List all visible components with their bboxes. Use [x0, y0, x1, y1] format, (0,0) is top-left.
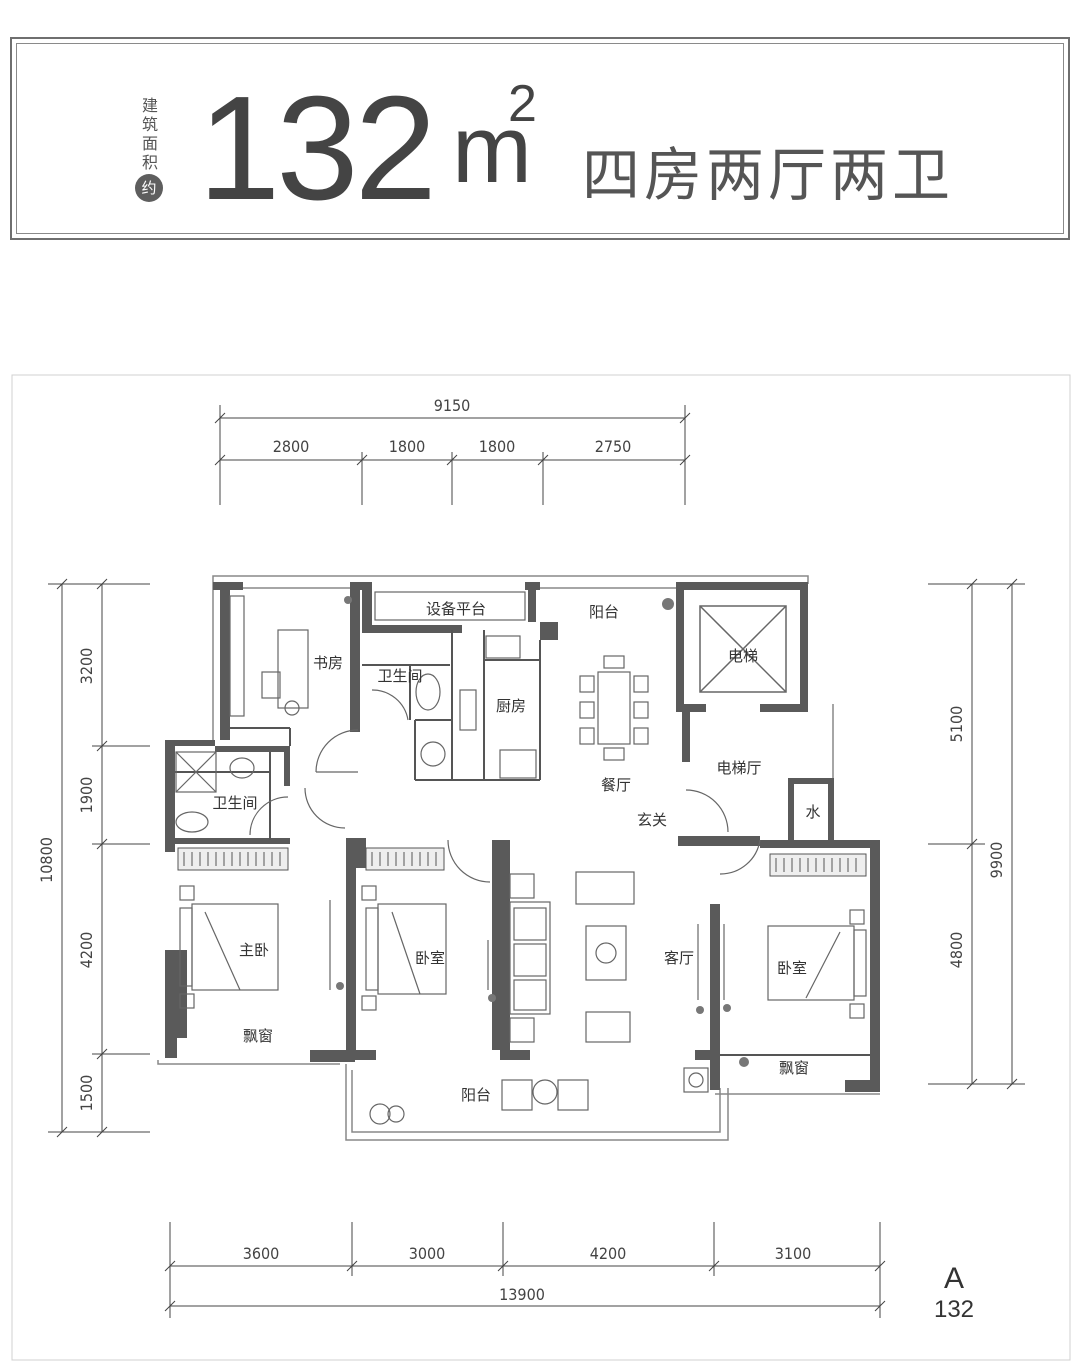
radiators	[177, 847, 867, 877]
dim-bottom-2: 3000	[409, 1244, 446, 1263]
room-water: 水	[805, 803, 820, 821]
layout-name: 四房两厅两卫	[582, 141, 955, 209]
plants	[336, 596, 749, 1067]
plan-code-number: 132	[933, 1296, 975, 1323]
dim-bottom-total: 13900	[499, 1285, 545, 1304]
area-value: 132	[198, 66, 437, 231]
dim-right-total: 9900	[987, 842, 1006, 879]
area-unit: m	[452, 96, 532, 203]
room-equipment-platform: 设备平台	[426, 600, 486, 618]
room-entrance: 玄关	[637, 811, 667, 829]
dim-top-1: 2800	[273, 437, 310, 456]
radiator-ribs	[183, 852, 857, 872]
floor-plan: 9150 2800 1800 1800 2750 10800 3200 1900…	[11, 374, 1071, 1361]
room-study: 书房	[313, 654, 343, 672]
room-elevator: 电梯	[728, 647, 758, 665]
room-balcony-bottom: 阳台	[461, 1086, 491, 1104]
dim-top-2: 1800	[389, 437, 426, 456]
area-unit-superscript: 2	[508, 75, 537, 133]
room-bay-window-right: 飘窗	[779, 1059, 809, 1077]
plan-code-letter: A	[943, 1262, 964, 1295]
left-dimension-lines	[48, 578, 150, 1138]
dim-top-4: 2750	[595, 437, 632, 456]
approx-badge: 约	[135, 174, 163, 202]
room-bedroom-mid: 卧室	[415, 949, 445, 967]
dim-right-1: 5100	[947, 706, 966, 743]
room-master-bedroom: 主卧	[239, 941, 269, 959]
elevator-shaft	[699, 605, 787, 693]
room-elevator-hall: 电梯厅	[716, 759, 761, 777]
door-swings	[249, 689, 761, 883]
room-bay-window-left: 飘窗	[243, 1027, 273, 1045]
room-bath-top: 卫生间	[377, 667, 422, 685]
header-frame-outer	[10, 37, 1070, 240]
room-bath-left: 卫生间	[212, 794, 257, 812]
top-dimension-lines	[214, 405, 691, 505]
partitions	[175, 630, 870, 1056]
dim-left-3: 4200	[77, 932, 96, 969]
furniture	[175, 591, 867, 1125]
room-balcony-top: 阳台	[589, 603, 619, 621]
bottom-dimension-lines	[164, 1222, 886, 1318]
walls	[165, 582, 880, 1092]
dim-right-2: 4800	[947, 932, 966, 969]
dim-bottom-3: 4200	[590, 1244, 627, 1263]
room-living: 客厅	[664, 949, 694, 967]
dim-left-total: 10800	[37, 837, 56, 883]
outer-outline	[157, 575, 880, 1141]
area-label: 建筑面积	[141, 96, 158, 172]
dim-left-2: 1900	[77, 777, 96, 814]
header-frame-inner	[16, 43, 1064, 234]
dim-left-1: 3200	[77, 648, 96, 685]
room-kitchen: 厨房	[496, 697, 526, 715]
room-bedroom-right: 卧室	[777, 959, 807, 977]
dim-bottom-1: 3600	[243, 1244, 280, 1263]
plan-code: A 132	[930, 1262, 978, 1324]
dim-bottom-4: 3100	[775, 1244, 812, 1263]
plan-border	[11, 374, 1071, 1361]
room-dining: 餐厅	[601, 776, 631, 794]
right-dimension-lines	[928, 578, 1025, 1090]
dim-top-3: 1800	[479, 437, 516, 456]
dim-top-total: 9150	[434, 396, 471, 415]
dim-left-4: 1500	[77, 1075, 96, 1112]
